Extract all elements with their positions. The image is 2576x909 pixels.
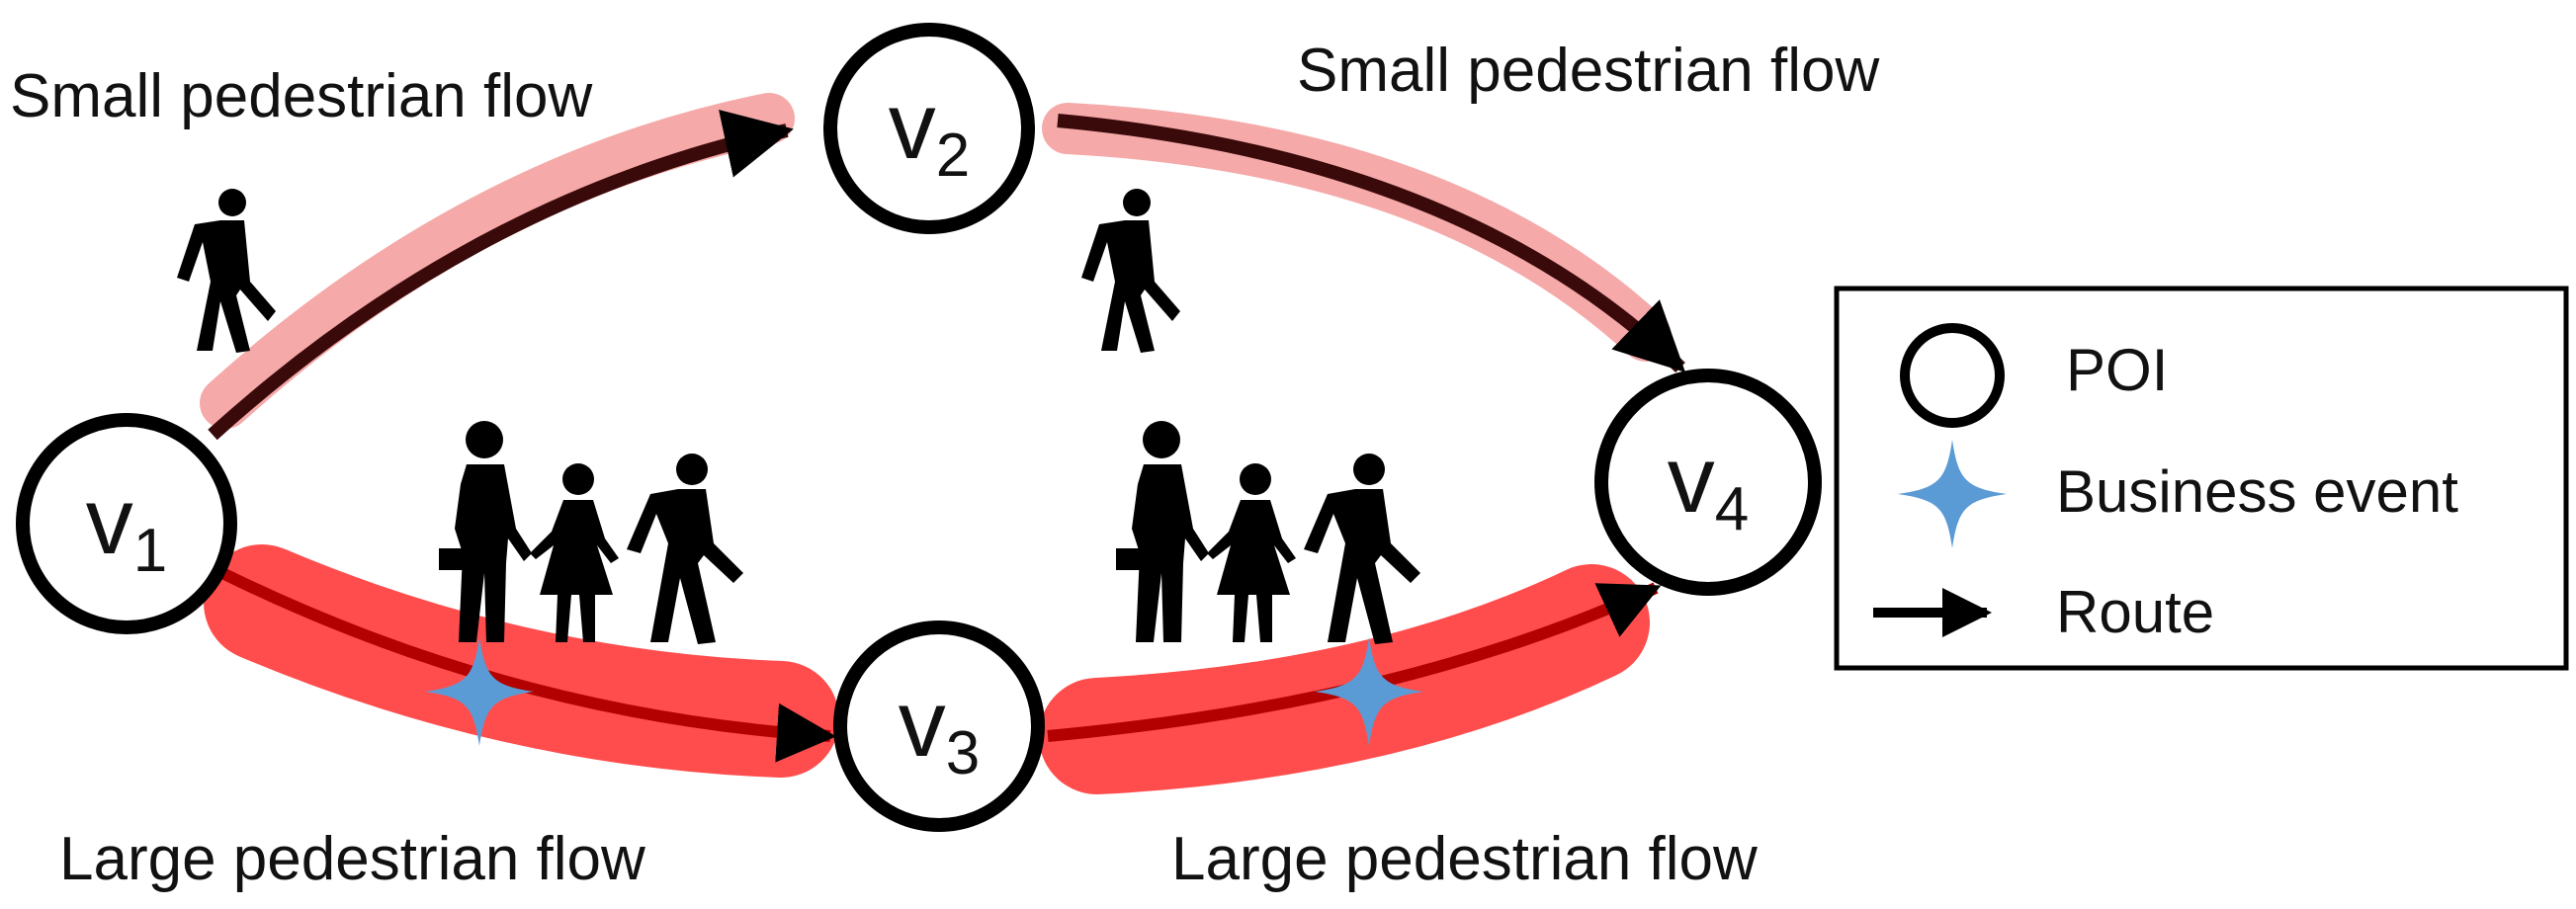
- svg-text:v1: v1: [86, 468, 167, 585]
- legend-poi-icon: [1900, 323, 2005, 428]
- node-subscript: 3: [946, 719, 980, 787]
- route-v1-v2: [208, 110, 794, 441]
- pedestrian-group-icon: [1116, 421, 1420, 644]
- node-label: v: [1668, 427, 1715, 533]
- small-flow-band-v1-v2: [200, 93, 795, 429]
- flow-label-bottom-right: Large pedestrian flow: [1171, 825, 1758, 893]
- poi-node-v2: v2: [823, 23, 1035, 234]
- poi-node-v3: v3: [833, 620, 1045, 832]
- legend-poi-label: POI: [2066, 337, 2168, 403]
- route-v2-v4: [1057, 114, 1686, 373]
- pedestrian-icon: [1081, 189, 1180, 353]
- flow-label-top-left: Small pedestrian flow: [10, 62, 592, 130]
- node-label: v: [889, 73, 936, 179]
- poi-node-v1: v1: [16, 413, 237, 634]
- legend-route-label: Route: [2056, 579, 2214, 645]
- legend-business-event-label: Business event: [2056, 458, 2458, 525]
- svg-text:v3: v3: [899, 671, 980, 787]
- flow-label-bottom-left: Large pedestrian flow: [59, 825, 645, 893]
- flow-label-top-right: Small pedestrian flow: [1297, 37, 1879, 105]
- node-subscript: 4: [1715, 475, 1749, 543]
- node-label: v: [86, 468, 133, 574]
- node-subscript: 1: [133, 517, 167, 585]
- route-v1-v3: [219, 567, 836, 763]
- node-subscript: 2: [936, 122, 970, 190]
- svg-text:v4: v4: [1668, 427, 1749, 543]
- node-label: v: [899, 671, 946, 777]
- pedestrian-icon: [177, 189, 276, 353]
- legend: POI Business event Route: [1834, 286, 2569, 671]
- small-flow-band-v2-v4: [1042, 103, 1672, 362]
- poi-node-v4: v4: [1594, 369, 1822, 596]
- svg-text:v2: v2: [889, 73, 970, 190]
- pedestrian-group-icon: [439, 421, 743, 644]
